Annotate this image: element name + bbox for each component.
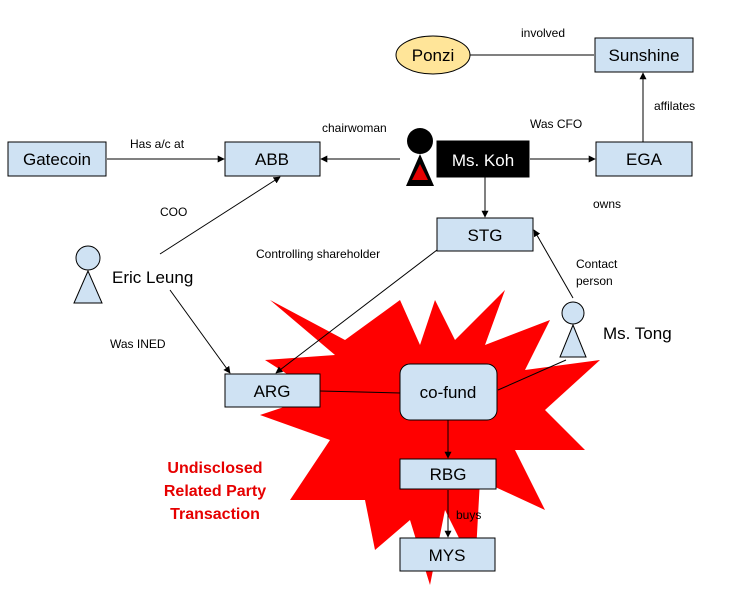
edge-label-was-ined: Was INED: [110, 337, 166, 351]
edge-label-has-account: Has a/c at: [130, 137, 185, 151]
ponzi-node[interactable]: [395, 35, 471, 75]
edge-label-buys: buys: [456, 508, 481, 522]
edge-label-person: person: [576, 274, 613, 288]
arg-label: ARG: [254, 382, 291, 401]
stg-label: STG: [468, 226, 503, 245]
ega-node[interactable]: [595, 141, 693, 177]
stg-node[interactable]: [436, 217, 534, 252]
edge-label-chairwoman: chairwoman: [322, 121, 387, 135]
edge-tong-stg: [533, 229, 574, 299]
edge-arg-cofund: [319, 390, 401, 394]
highlight-line-1: Undisclosed: [167, 460, 262, 477]
eric-leung-label: Eric Leung: [112, 268, 193, 287]
highlight-line-3: Transaction: [170, 506, 260, 523]
edge-label-was-cfo: Was CFO: [530, 117, 582, 131]
mys-label: MYS: [429, 546, 466, 565]
ms-koh-node[interactable]: [436, 140, 530, 178]
ms-tong-label: Ms. Tong: [603, 324, 672, 343]
edge-label-involved: involved: [521, 26, 565, 40]
co-fund-label: co-fund: [420, 383, 477, 402]
gatecoin-label: Gatecoin: [23, 150, 91, 169]
edge-cofund-tong: [497, 359, 567, 391]
related-party-starburst: [260, 290, 600, 585]
ms-koh-person-icon: [406, 128, 434, 186]
eric-leung-person-icon: [73, 245, 103, 304]
co-fund-node[interactable]: [399, 363, 498, 421]
rbg-node[interactable]: [399, 458, 497, 490]
ms-koh-label: Ms. Koh: [452, 151, 514, 170]
sunshine-label: Sunshine: [609, 46, 680, 65]
abb-node[interactable]: [224, 141, 321, 177]
gatecoin-node[interactable]: [7, 141, 107, 177]
rbg-label: RBG: [430, 465, 467, 484]
ponzi-label: Ponzi: [412, 46, 455, 65]
edge-label-owns: owns: [593, 197, 621, 211]
edge-label-contact: Contact: [576, 257, 618, 271]
edge-label-coo: COO: [160, 205, 187, 219]
edge-label-affiliates: affilates: [654, 99, 695, 113]
edge-label-controlling-shareholder: Controlling shareholder: [256, 247, 380, 261]
edge-eric-arg: [169, 289, 231, 374]
edge-stg-arg: [275, 249, 438, 374]
abb-label: ABB: [255, 150, 289, 169]
ega-label: EGA: [626, 150, 663, 169]
mys-node[interactable]: [399, 537, 496, 572]
edge-eric-abb: [159, 176, 281, 255]
highlight-line-2: Related Party: [164, 483, 266, 500]
arg-node[interactable]: [224, 373, 321, 408]
sunshine-node[interactable]: [594, 37, 694, 73]
ms-tong-person-icon: [559, 301, 587, 358]
